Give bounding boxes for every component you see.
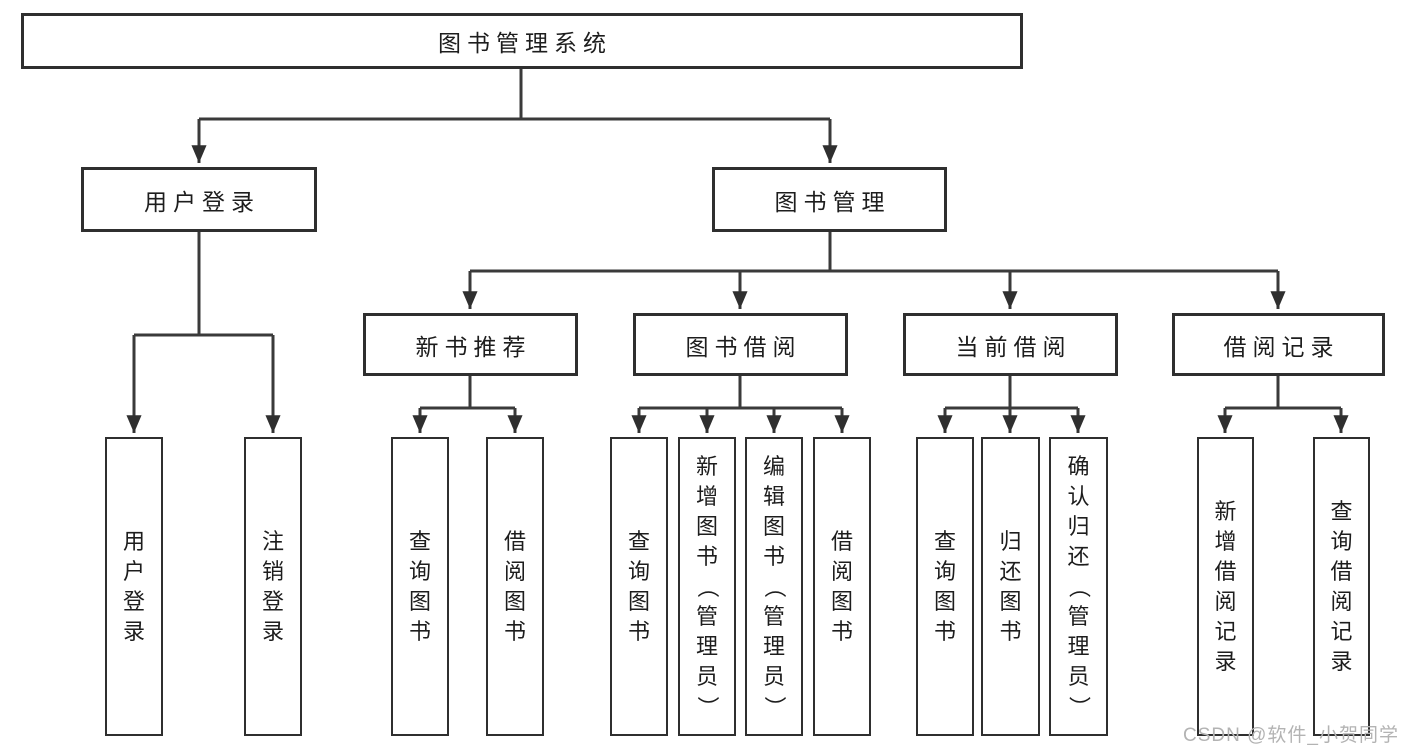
leaf-borrow-books: 借阅图书 <box>813 437 871 736</box>
leaf-return-book: 归还图书 <box>981 437 1040 736</box>
node-user-login: 用户登录 <box>81 167 317 232</box>
node-book-management: 图书管理 <box>712 167 947 232</box>
leaf-edit-book-admin: 编辑图书（管理员） <box>745 437 803 736</box>
node-book-borrow: 图书借阅 <box>633 313 848 376</box>
node-new-book-recommend: 新书推荐 <box>363 313 578 376</box>
leaf-logout: 注销登录 <box>244 437 302 736</box>
leaf-query-books-borrow: 查询图书 <box>610 437 668 736</box>
csdn-watermark: CSDN @软件_小贺同学 <box>1183 725 1399 746</box>
leaf-query-books-recommend: 查询图书 <box>391 437 449 736</box>
leaf-confirm-return-admin: 确认归还（管理员） <box>1049 437 1108 736</box>
leaf-user-login: 用户登录 <box>105 437 163 736</box>
leaf-add-book-admin: 新增图书（管理员） <box>678 437 736 736</box>
node-borrow-records: 借阅记录 <box>1172 313 1385 376</box>
leaf-add-borrow-record: 新增借阅记录 <box>1197 437 1254 736</box>
leaf-borrow-books-recommend: 借阅图书 <box>486 437 544 736</box>
leaf-query-books-current: 查询图书 <box>916 437 974 736</box>
node-current-borrow: 当前借阅 <box>903 313 1118 376</box>
root-node-library-system: 图书管理系统 <box>21 13 1023 69</box>
leaf-query-borrow-record: 查询借阅记录 <box>1313 437 1370 736</box>
